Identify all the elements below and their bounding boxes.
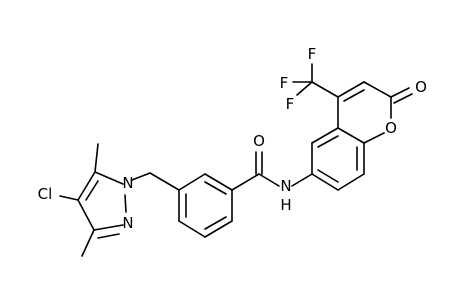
bond-c3-n2 [93, 224, 124, 231]
atom-label-layer: Cl N N O N H O O F F F [38, 45, 427, 232]
lactone-carbonyl-oxygen-label: O [415, 78, 427, 96]
bond-k2-k3 [311, 127, 339, 144]
pyrazole-n1-label: N [122, 174, 133, 192]
bond-c4-cf3 [311, 81, 339, 98]
bond-c4-c3-ring-inner [343, 89, 365, 102]
bond-cf3-f-bottom [296, 81, 313, 96]
bond-c5-c4 [77, 171, 96, 201]
fluorine-top-label: F [308, 45, 317, 63]
fluorine-left-label: F [280, 74, 289, 92]
carbonyl-oxygen-label: O [253, 132, 265, 150]
bond-c2-carbonyl-o [390, 87, 410, 98]
bond-k6-k1 [311, 173, 339, 191]
chlorine-label: Cl [38, 185, 53, 203]
amide-hydrogen-label: H [280, 196, 291, 214]
bond-b4-b5 [204, 220, 233, 238]
bond-ch2-benzene [149, 172, 180, 191]
bond-b4-b5-inner [204, 216, 227, 230]
bond-layer [59, 63, 413, 257]
bond-c5-methyl [94, 143, 99, 173]
bond-c4-c3 [77, 199, 95, 231]
bond-k3-k4 [337, 127, 365, 144]
bond-n1-c5 [94, 171, 124, 185]
fluorine-bottom-label: F [286, 95, 295, 113]
bond-c4-cl [59, 195, 79, 201]
bond-b2-b3 [204, 173, 233, 191]
bond-k2-k3-inner [317, 135, 339, 148]
bond-carbonyl-n [258, 173, 280, 187]
bond-n1-ch2 [131, 172, 151, 181]
bond-n2-n1 [124, 194, 127, 213]
bond-o1-c8a [363, 132, 385, 144]
bond-k5-k6 [337, 173, 365, 191]
bond-c5-c4-inner [85, 180, 99, 201]
bond-b2-b3-inner [204, 181, 227, 195]
bond-n-coumarin [291, 173, 313, 187]
bond-benzene-carbonyl [231, 173, 260, 191]
bond-c2-carbonyl-o-2 [393, 93, 413, 104]
bond-c3-methyl [81, 229, 95, 257]
bond-c4-c3-ring [337, 81, 365, 98]
bond-b5-b6 [178, 220, 206, 238]
pyrazole-n2-label: N [122, 214, 133, 232]
bond-k6-k1-inner [317, 169, 339, 183]
bond-c3-n2-inner [97, 233, 120, 239]
amide-nitrogen-label: N [280, 177, 291, 195]
bond-c3-c2 [363, 81, 392, 98]
bond-b1-b2 [178, 173, 206, 191]
ring-oxygen-label: O [385, 119, 397, 137]
